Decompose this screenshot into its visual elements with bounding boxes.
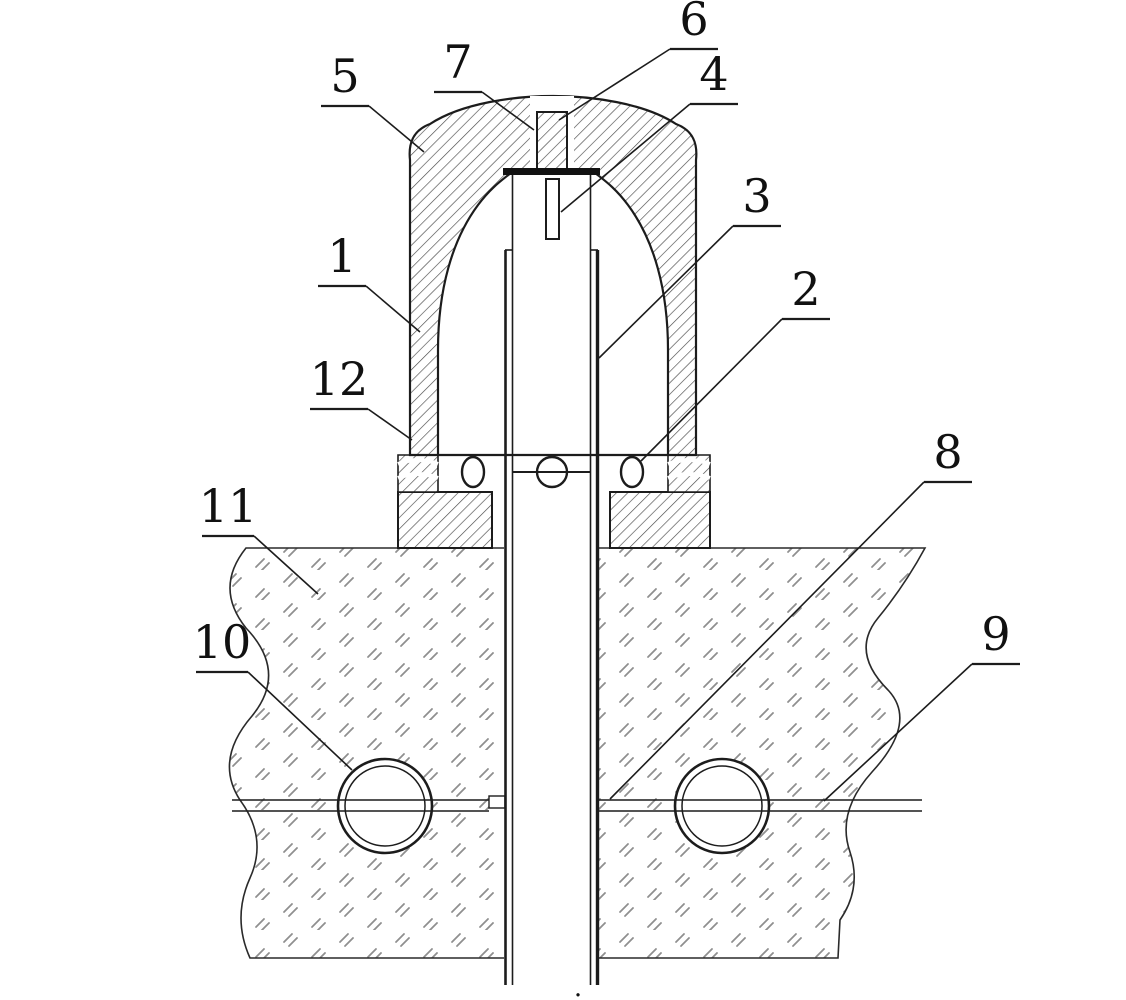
callout-10: 10 [193, 615, 353, 771]
callout-11: 11 [199, 479, 319, 595]
callout-label-4: 4 [699, 47, 728, 101]
caption-mark: . [574, 973, 582, 1000]
side-hole-right [619, 455, 645, 489]
callout-label-6: 6 [679, 0, 708, 46]
callout-5: 5 [321, 49, 425, 153]
cap-base-groove [397, 454, 711, 493]
callout-label-2: 2 [791, 262, 820, 316]
tube-seat [503, 168, 600, 175]
side-hole-left [460, 455, 486, 489]
callout-label-12: 12 [310, 352, 369, 406]
flange [397, 491, 711, 549]
callout-12: 12 [310, 352, 413, 441]
callout-3: 3 [598, 169, 781, 359]
top-pin [530, 96, 574, 173]
callout-label-8: 8 [933, 425, 962, 479]
callout-label-9: 9 [981, 607, 1010, 661]
inner-plug [545, 178, 560, 240]
ground-section [228, 544, 927, 986]
pin-body [536, 111, 568, 173]
callout-label-7: 7 [443, 35, 472, 89]
callout-label-10: 10 [193, 615, 252, 669]
callout-label-11: 11 [199, 479, 258, 533]
flange-right-block [609, 491, 711, 549]
callouts: 1 2 3 4 5 6 7 [193, 0, 1020, 802]
callout-label-3: 3 [742, 169, 771, 223]
ground-line [232, 795, 922, 812]
flange-left-block [397, 491, 493, 549]
callout-7: 7 [434, 35, 535, 131]
buried-conduit-left [336, 757, 434, 855]
callout-4: 4 [560, 47, 738, 213]
callout-label-1: 1 [327, 229, 356, 283]
callout-2: 2 [640, 262, 830, 462]
tube-channel-mask [504, 544, 599, 986]
center-tube [504, 175, 600, 985]
side-holes [460, 455, 645, 489]
callout-8: 8 [609, 425, 972, 800]
callout-label-5: 5 [330, 49, 359, 103]
callout-1: 1 [318, 229, 421, 333]
callout-6: 6 [558, 0, 718, 121]
buried-conduit-right [673, 757, 771, 855]
ground-line-left-tab [488, 795, 506, 809]
callout-9: 9 [823, 607, 1020, 802]
